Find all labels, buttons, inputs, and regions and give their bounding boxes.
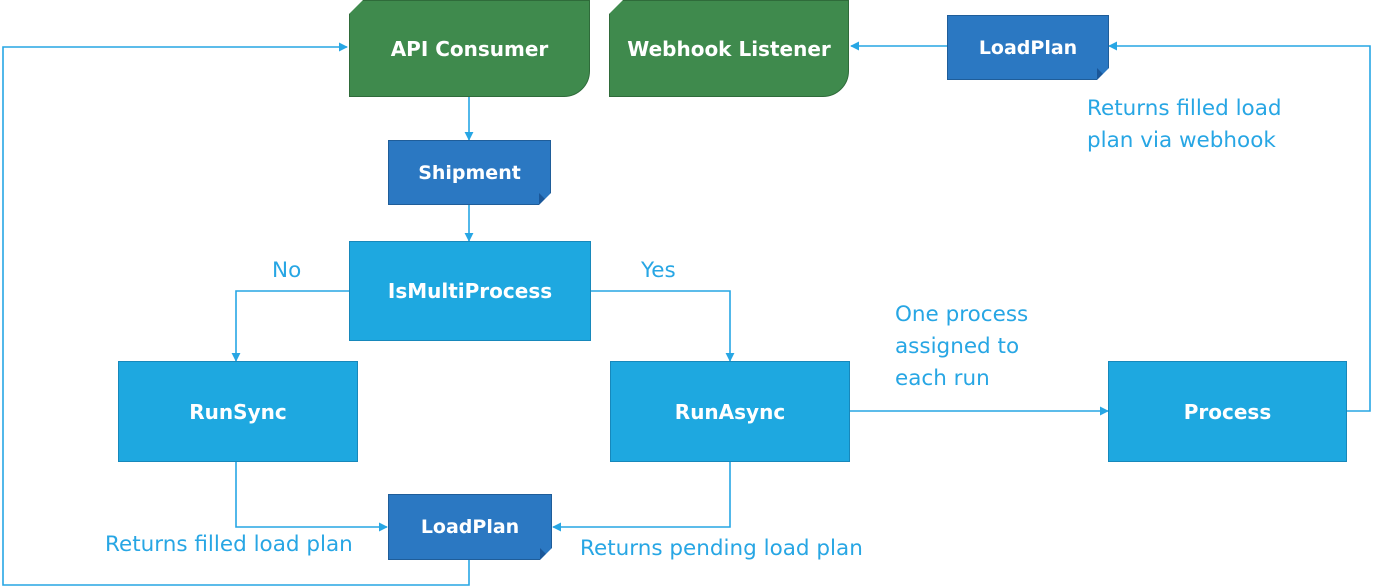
ismultiprocess-node[interactable]: IsMultiProcess (349, 241, 591, 341)
folded-corner-icon (539, 193, 551, 205)
returns-webhook-note: Returns filled load plan via webhook (1087, 96, 1282, 153)
returns-filled-note: Returns filled load plan (105, 532, 353, 557)
folded-corner-icon (1097, 68, 1109, 80)
loadplan-top-node[interactable]: LoadPlan (947, 15, 1109, 80)
connector-runasync-to-loadplan (552, 462, 731, 532)
loadplan-top-label: LoadPlan (978, 36, 1078, 59)
shipment-label: Shipment (418, 161, 521, 184)
returns-pending-note: Returns pending load plan (580, 536, 863, 561)
connector-runsync-to-loadplan (235, 462, 388, 532)
one-process-note: One process assigned to each run (895, 302, 1029, 391)
connector-no-branch (231, 290, 349, 362)
api-consumer-node[interactable]: API Consumer (349, 0, 590, 97)
loadplan-bottom-node[interactable]: LoadPlan (388, 494, 552, 560)
runsync-node[interactable]: RunSync (118, 361, 358, 462)
branch-label-yes: Yes (641, 258, 676, 283)
runasync-node[interactable]: RunAsync (610, 361, 850, 462)
shipment-node[interactable]: Shipment (388, 140, 551, 205)
connector-process-to-loadplan-top (1108, 41, 1371, 412)
webhook-listener-node[interactable]: Webhook Listener (609, 0, 849, 97)
branch-label-no: No (272, 258, 302, 283)
process-node[interactable]: Process (1108, 361, 1347, 462)
loadplan-bottom-label: LoadPlan (420, 516, 520, 538)
connector-yes-branch (591, 290, 735, 362)
connector-loadplan-to-consumer (2, 42, 470, 586)
folded-corner-icon (540, 548, 552, 560)
